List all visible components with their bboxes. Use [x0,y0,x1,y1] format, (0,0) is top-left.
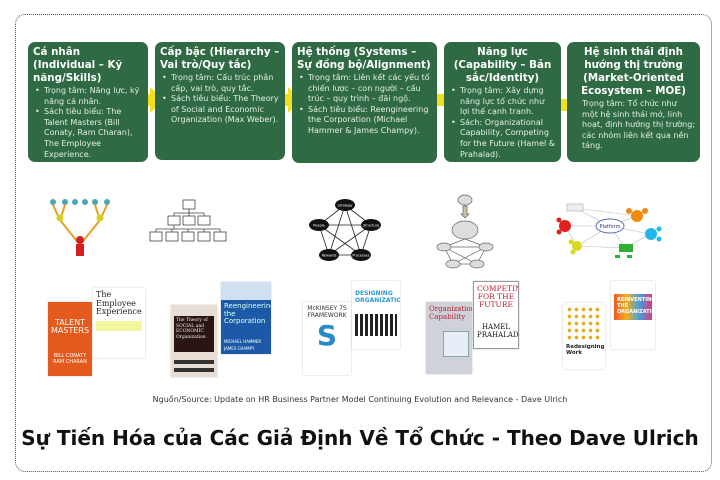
stage-title: Hệ sinh thái định hướng thị trường (Mark… [581,46,686,97]
book-authors: BILL CONATY RAM CHARAN [53,353,87,365]
capability-diagram [436,194,494,269]
platform-label: Platform [599,224,620,230]
stage-title: Hệ thống (Systems – Sự đồng bộ/Alignment… [297,46,431,71]
systems-star-diagram: Strategy Structure Processes Rewards Peo… [309,199,381,261]
stage-ecosystem: Hệ sinh thái định hướng thị trường (Mark… [567,42,700,162]
node-label: Rewards [322,254,337,258]
book-title: Organizational Capability [429,305,472,321]
page-title: Sự Tiến Hóa của Các Giả Định Về Tổ Chức … [21,426,699,450]
bullet: Sách tiêu biểu: Reengineering the Corpor… [297,105,432,137]
stage-text: Trọng tâm: Tổ chức như một hệ sinh thái … [582,99,696,151]
stage-title: Cấp bậc (Hierarchy – Vai trò/Quy tắc) [160,46,280,71]
book-title: The Theory of SOCIAL and ECONOMIC Organi… [174,316,214,352]
book-title: The Employee Experience [96,290,142,316]
node-label: Processes [352,254,369,258]
bullet: Sách tiêu biểu: The Talent Masters (Bill… [33,107,143,160]
book-employee-experience: The Employee Experience [93,288,145,358]
book-competing-for-the-future: COMPETING FOR THE FUTURE HAMEL PRAHALAD [473,281,519,349]
book-weber: The Theory of SOCIAL and ECONOMIC Organi… [171,305,217,377]
book-title: McKINSEY 7S FRAMEWORK [307,305,347,319]
bullet: Trọng tâm: Xây dựng năng lực tổ chức như… [449,86,556,118]
book-authors: MICHAEL HAMMER JAMES CHAMPY [224,338,262,351]
bullet: Trọng tâm: Cấu trúc phân cấp, vai trò, q… [160,73,280,94]
dotted-frame [15,14,712,472]
stage-title: Cá nhân (Individual – Kỹ năng/Skills) [33,46,123,84]
bullet: Trọng tâm: Liên kết các yếu tố chiến lượ… [297,73,432,105]
book-talent-masters: TALENT MASTERS BILL CONATY RAM CHARAN [48,302,92,376]
book-organizational-capability: Organizational Capability [426,302,472,374]
stage-hierarchy: Cấp bậc (Hierarchy – Vai trò/Quy tắc) Tr… [155,42,285,160]
node-label: Strategy [338,204,353,208]
book-title: COMPETING FOR THE FUTURE [477,284,518,309]
source-caption: Nguồn/Source: Update on HR Business Part… [152,395,568,404]
book-title: TALENT MASTERS [51,318,90,335]
individual-network-image [50,199,110,256]
stage-capability: Năng lực (Capability – Bản sắc/Identity)… [444,42,561,162]
stage-individual: Cá nhân (Individual – Kỹ năng/Skills) Tr… [28,42,148,162]
book-title: Reengineering the Corporation [224,302,271,325]
stage-systems: Hệ thống (Systems – Sự đồng bộ/Alignment… [292,42,437,163]
node-label: Structure [363,224,379,228]
book-title: DESIGNING ORGANIZATIONS [355,290,400,304]
book-redesigning-work: Redesigning Work [563,303,605,369]
book-authors: HAMEL PRAHALAD [477,323,519,339]
hierarchy-chart-image [149,199,227,242]
stage-title: Năng lực (Capability – Bản sắc/Identity) [453,46,552,84]
bullet: Sách: Organizational Capability, Competi… [449,118,556,160]
bullet: Sách tiêu biểu: The Theory of Social and… [160,94,280,126]
book-title: Redesigning Work [566,344,605,356]
node-label: People [313,224,325,228]
bullet: Trọng tâm: Năng lực, kỹ năng cá nhân. [33,86,143,107]
book-designing-organizations: DESIGNING ORGANIZATIONS [352,281,400,349]
ecosystem-platform-diagram: Platform [556,203,662,258]
